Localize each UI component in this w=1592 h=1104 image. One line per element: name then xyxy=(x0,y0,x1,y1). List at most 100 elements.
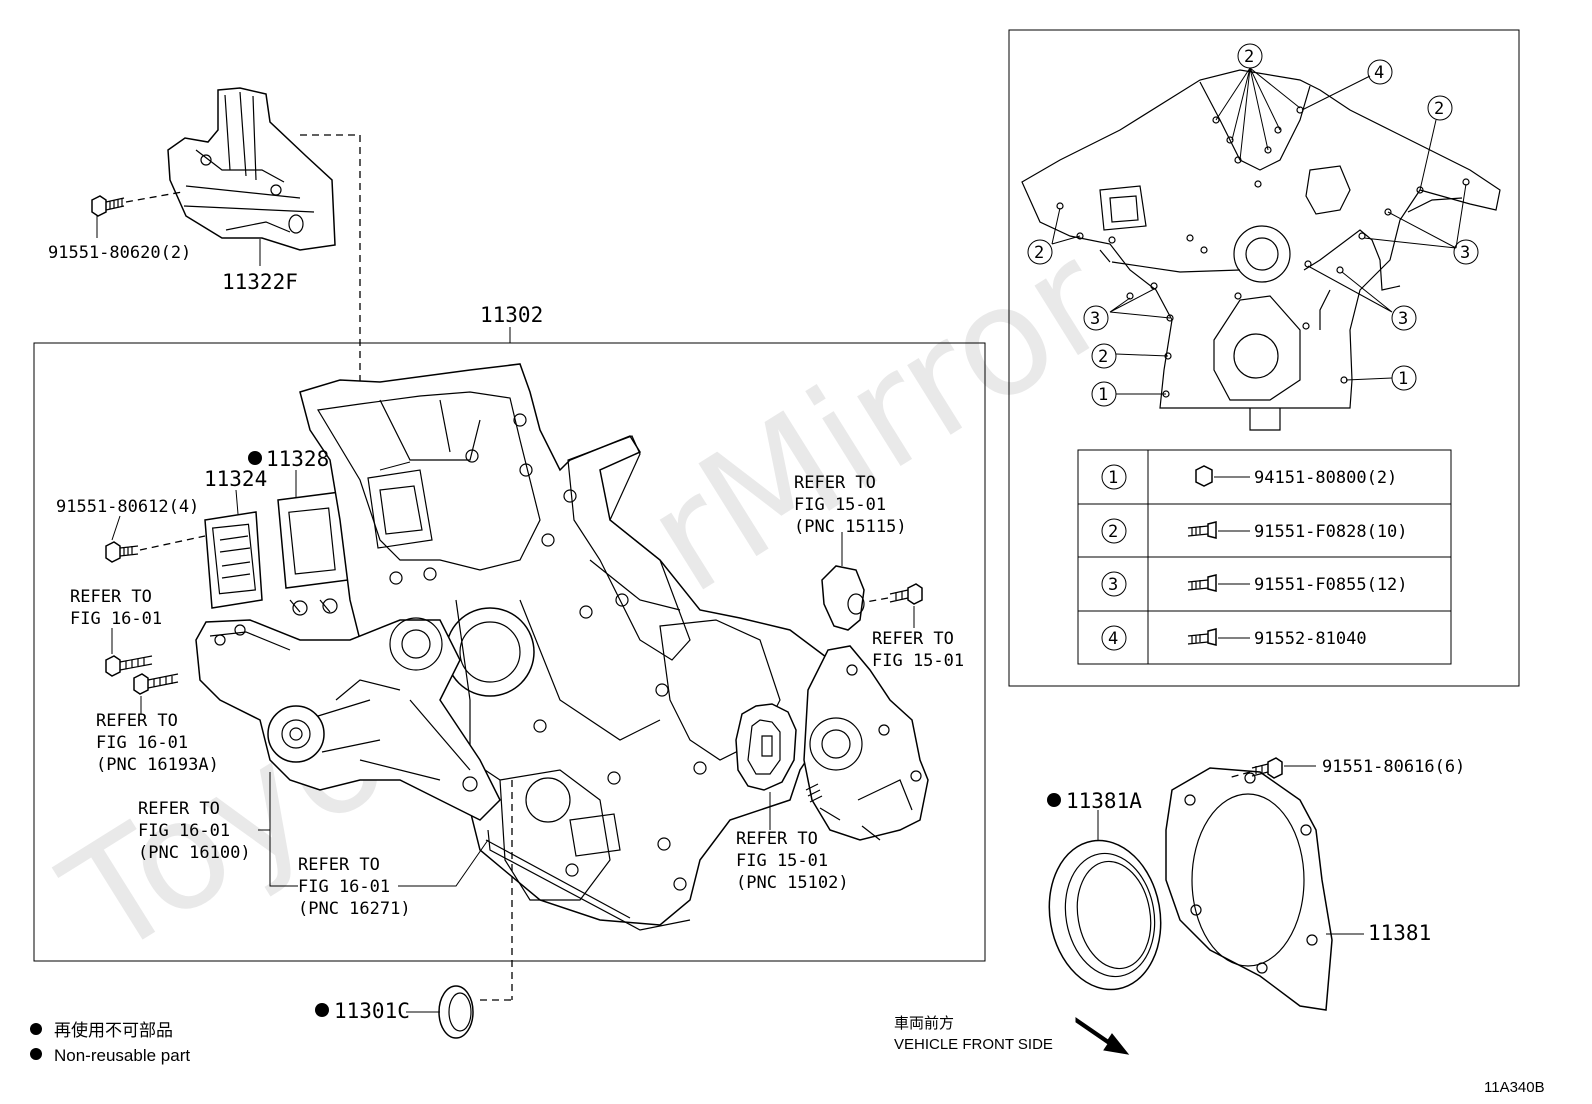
leader-line xyxy=(125,191,183,203)
callout-1 xyxy=(1091,381,1117,407)
fig-ref-label: FIG 16-01 xyxy=(138,821,230,841)
leader-line xyxy=(269,772,298,887)
bracket-11322F-drawing xyxy=(167,87,336,251)
bolt-91551-80612-label: 91551-80612(4) xyxy=(56,497,199,517)
bolt-icon xyxy=(1207,628,1217,646)
refer-to-label: REFER TO xyxy=(736,829,818,849)
legend: 再使用不可部品 Non-reusable part xyxy=(30,1020,190,1065)
bolt-91551-80620-drawing xyxy=(91,195,125,217)
bolt-table-part: 91552-81040 xyxy=(1254,629,1367,649)
bolt-icon xyxy=(1207,521,1217,539)
cover-11324-drawing xyxy=(204,511,263,609)
refer-to-label: REFER TO xyxy=(138,799,220,819)
bolt-icon xyxy=(1187,633,1209,645)
pnc-ref-label: (PNC 16271) xyxy=(298,899,411,919)
callout-2-text: 2 xyxy=(1244,47,1254,67)
main-assembly-label: 11302 xyxy=(480,303,543,327)
callout-2 xyxy=(1237,43,1263,69)
diagram-code: 11A340B xyxy=(1484,1079,1545,1096)
bolt-91551-80616-drawing xyxy=(1251,757,1283,779)
inset-frame xyxy=(1008,29,1520,687)
fig-ref-label: FIG 16-01 xyxy=(298,877,390,897)
bolt-table-part: 91551-F0828(10) xyxy=(1254,522,1408,542)
bolt-icon xyxy=(1187,579,1209,591)
callout-2 xyxy=(1427,95,1453,121)
callout-1-text: 1 xyxy=(1098,385,1108,405)
front-arrow-icon xyxy=(1075,1015,1130,1055)
leader-line xyxy=(300,134,361,470)
oil-pump-rotor-drawing xyxy=(735,703,797,791)
leader-line xyxy=(235,489,239,515)
vehicle-front-indicator: 車両前方 VEHICLE FRONT SIDE xyxy=(894,1015,1130,1055)
bolt-table-row: 3 91551-F0855(12) xyxy=(1101,571,1408,597)
bolt-table-row: 4 91552-81040 xyxy=(1101,625,1367,651)
bolt-table-row: 1 94151-80800(2) xyxy=(1101,464,1397,490)
fig-ref-label: FIG 15-01 xyxy=(736,851,828,871)
callout-2-text: 2 xyxy=(1434,99,1444,119)
leader-line xyxy=(865,597,889,603)
pnc-ref-label: (PNC 16100) xyxy=(138,843,251,863)
retainer-11381-drawing xyxy=(1165,767,1333,1011)
bolt-table-key: 1 xyxy=(1108,468,1118,488)
callout-3-text: 3 xyxy=(1090,309,1100,329)
bolt-table: 1 94151-80800(2) 2 91551-F0828(10) 3 915… xyxy=(1077,449,1452,665)
part-11381A-label: 11381A xyxy=(1066,789,1142,813)
inset-cover-outline-drawing xyxy=(1021,69,1501,431)
bolt-91551-80616-label: 91551-80616(6) xyxy=(1322,757,1465,777)
part-11322F-label: 11322F xyxy=(222,270,298,294)
leader-line xyxy=(398,839,489,887)
bolt-icon xyxy=(1187,525,1209,537)
legend-bullet xyxy=(30,1048,42,1060)
vehicle-front-jp-text: 車両前方 xyxy=(894,1015,954,1032)
inset-callouts: 2 4 2 2 3 3 3 2 1 1 xyxy=(1027,43,1479,407)
bolt-table-key: 3 xyxy=(1108,575,1118,595)
stud-drawing xyxy=(805,783,823,803)
refer-to-label: REFER TO xyxy=(96,711,178,731)
callout-3 xyxy=(1453,239,1479,265)
callout-2 xyxy=(1091,343,1117,369)
callout-3 xyxy=(1083,305,1109,331)
legend-jp-text: 再使用不可部品 xyxy=(54,1020,173,1040)
bolt-water-pump-drawing xyxy=(105,655,179,695)
non-reusable-marker xyxy=(1047,793,1061,807)
callout-1-text: 1 xyxy=(1398,369,1408,389)
callout-2-text: 2 xyxy=(1034,243,1044,263)
fig-ref-label: FIG 15-01 xyxy=(872,651,964,671)
oil-pump-body-drawing xyxy=(803,645,929,841)
inset-leaders xyxy=(1051,67,1467,395)
refer-to-label: REFER TO xyxy=(872,629,954,649)
part-11301C-label: 11301C xyxy=(334,999,410,1023)
bolt-table-part: 94151-80800(2) xyxy=(1254,468,1397,488)
leader-line xyxy=(111,515,121,541)
bolt-icon xyxy=(1207,574,1217,592)
fig-ref-label: FIG 15-01 xyxy=(794,495,886,515)
bolt-table-key: 4 xyxy=(1108,629,1118,649)
bolt-15-01-drawing xyxy=(889,583,923,605)
pnc-ref-label: (PNC 16193A) xyxy=(96,755,219,775)
refer-to-label: REFER TO xyxy=(298,855,380,875)
water-pump-drawing xyxy=(195,598,501,821)
vehicle-front-en-text: VEHICLE FRONT SIDE xyxy=(894,1036,1053,1053)
refer-to-label: REFER TO xyxy=(70,587,152,607)
leader-line xyxy=(139,535,206,551)
fig-ref-label: FIG 16-01 xyxy=(70,609,162,629)
refer-to-label: REFER TO xyxy=(794,473,876,493)
callout-4 xyxy=(1367,59,1393,85)
callout-2-text: 2 xyxy=(1098,347,1108,367)
bolt-table-row: 2 91551-F0828(10) xyxy=(1101,518,1408,544)
bolt-table-key: 2 xyxy=(1108,522,1118,542)
leader-line xyxy=(1227,771,1251,779)
bolt-91551-80620-label: 91551-80620(2) xyxy=(48,243,191,263)
legend-en-text: Non-reusable part xyxy=(54,1046,190,1065)
bolt-91551-80612-drawing xyxy=(105,541,139,563)
inset-bolt-holes xyxy=(1056,106,1470,398)
seal-11381A-drawing xyxy=(1048,839,1162,991)
callout-3-text: 3 xyxy=(1398,309,1408,329)
pnc-ref-label: (PNC 15102) xyxy=(736,873,849,893)
part-11324-label: 11324 xyxy=(204,467,267,491)
leader-line xyxy=(379,461,411,471)
callout-3-text: 3 xyxy=(1460,243,1470,263)
pnc-ref-label: (PNC 15115) xyxy=(794,517,907,537)
